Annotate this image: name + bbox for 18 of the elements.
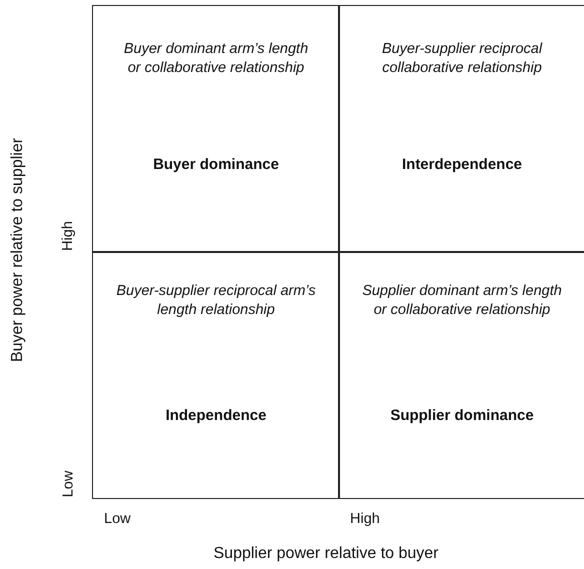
quadrant-description: Supplier dominant arm’s length or collaborative relationship (362, 282, 562, 320)
matrix-quadrant (338, 251, 584, 499)
quadrant-title: Interdependence (400, 156, 524, 173)
matrix-quadrant (92, 251, 340, 499)
quadrant-description: Buyer-supplier reciprocal collaborative relationship (380, 40, 544, 78)
axis-tick-label: High (350, 511, 380, 527)
quadrant-title: Supplier dominance (389, 407, 535, 424)
axis-title: Buyer power relative to supplier (9, 138, 28, 362)
axis-tick-label: High (60, 221, 76, 251)
quadrant-title: Buyer dominance (152, 156, 280, 173)
quadrant-title: Independence (164, 407, 268, 424)
axis-tick-label: Low (104, 511, 131, 527)
axis-title: Supplier power relative to buyer (214, 545, 439, 563)
quadrant-description: Buyer-supplier reciprocal arm’s length relationship (116, 282, 316, 320)
matrix-quadrant (338, 5, 584, 253)
axis-tick-label: Low (60, 470, 76, 498)
matrix-quadrant (92, 5, 340, 253)
quadrant-description: Buyer dominant arm’s length or collaborative relationship (122, 40, 310, 78)
